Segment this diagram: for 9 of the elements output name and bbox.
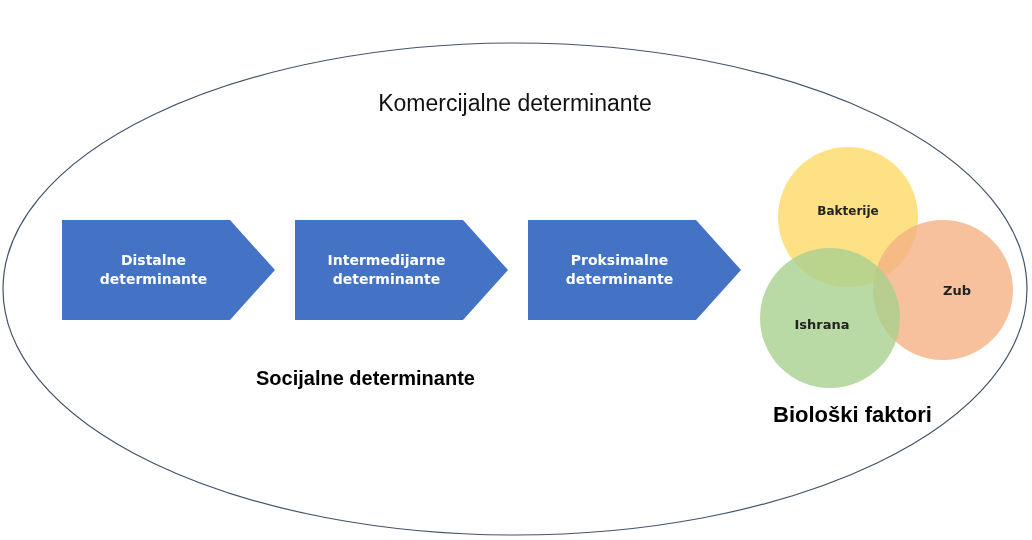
circle-label: Bakterije: [817, 204, 879, 218]
group-caption: Biološki faktori: [773, 402, 932, 428]
step-label: Distalne determinante: [98, 251, 209, 289]
circle-label: Zub: [943, 282, 971, 298]
title-text: Komercijalne determinante: [377, 90, 653, 117]
group-caption: Socijalne determinante: [256, 367, 475, 390]
circle-label: Ishrana: [794, 316, 850, 332]
step-label: Intermedijarne determinante: [326, 251, 447, 289]
step-label: Proksimalne determinante: [564, 251, 675, 289]
